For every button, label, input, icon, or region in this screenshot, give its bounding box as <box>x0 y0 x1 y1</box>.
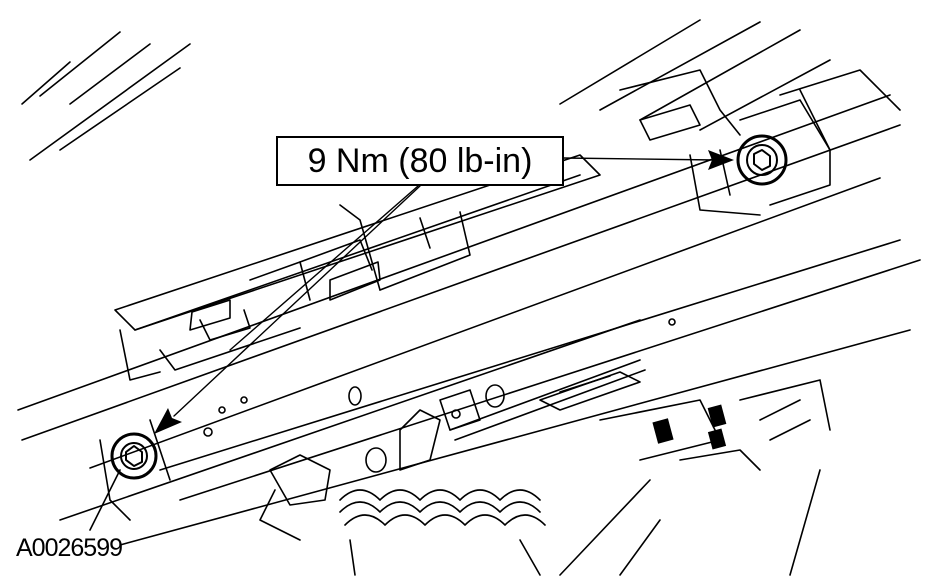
upper-bracket <box>619 69 901 216</box>
spring-coils <box>339 359 646 576</box>
surface-hatching-top-left <box>21 31 191 161</box>
pointer-arrow-icon <box>154 408 182 434</box>
track-latch <box>259 371 641 541</box>
lower-right-details <box>559 379 831 576</box>
leader-lines <box>173 157 717 417</box>
track-holes <box>203 318 676 473</box>
rubber-pads <box>652 404 727 450</box>
figure-id-label: A0026599 <box>16 534 123 562</box>
bolt-head-icon <box>110 432 158 480</box>
surface-hatching-top-right <box>559 19 831 131</box>
lower-bracket <box>89 419 171 531</box>
torque-spec-label: 9 Nm (80 lb-in) <box>307 141 533 180</box>
seat-frame <box>114 154 601 381</box>
pointer-arrow-icon <box>708 150 734 170</box>
bolt-head-icon <box>736 134 788 186</box>
seat-track-rails <box>17 94 921 546</box>
torque-callout-box: 9 Nm (80 lb-in) <box>276 136 564 186</box>
